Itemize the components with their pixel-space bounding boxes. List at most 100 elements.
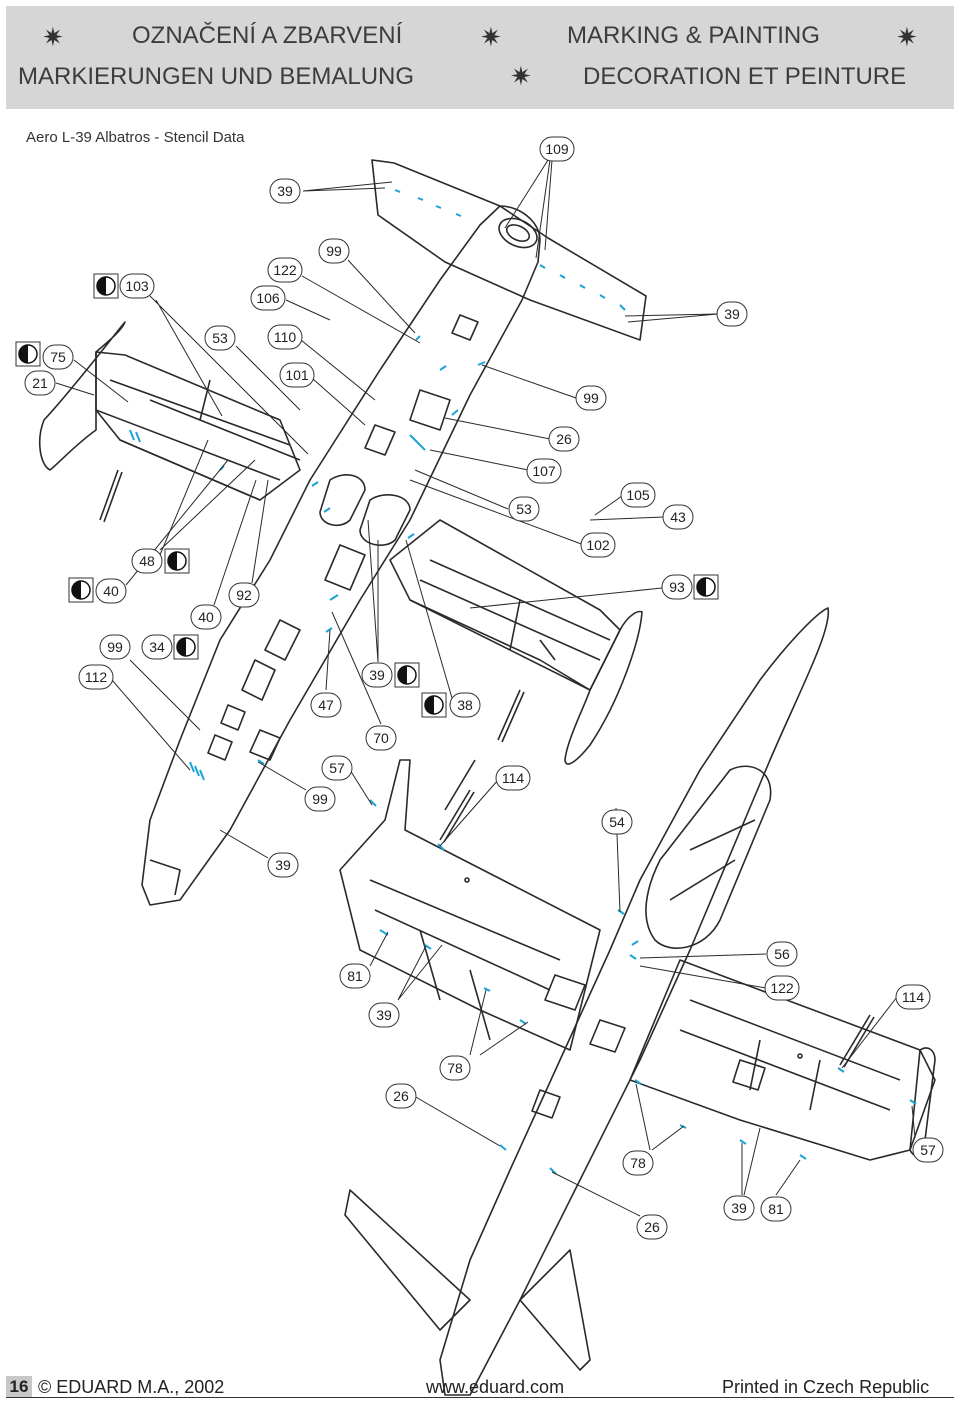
svg-text:39: 39 — [724, 306, 740, 322]
half-circle-icon — [93, 273, 119, 299]
callout-26: 26 — [385, 1083, 417, 1109]
svg-text:101: 101 — [285, 367, 309, 383]
svg-text:54: 54 — [609, 814, 625, 830]
title-french: DECORATION ET PEINTURE — [583, 63, 907, 90]
svg-text:39: 39 — [277, 183, 293, 199]
half-circle-icon — [164, 548, 190, 574]
callout-43: 43 — [662, 504, 694, 530]
callout-109: 109 — [539, 136, 575, 162]
svg-text:75: 75 — [50, 349, 66, 365]
svg-text:39: 39 — [275, 857, 291, 873]
callout-48: 48 — [131, 548, 163, 574]
svg-text:57: 57 — [329, 760, 345, 776]
callout-110: 110 — [267, 324, 303, 350]
callout-112: 112 — [78, 664, 114, 690]
printed-in-text: Printed in Czech Republic — [722, 1377, 930, 1397]
callout-39: 39 — [269, 178, 301, 204]
svg-text:43: 43 — [670, 509, 686, 525]
svg-text:92: 92 — [236, 587, 252, 603]
callout-99: 99 — [304, 786, 336, 812]
svg-text:114: 114 — [902, 989, 925, 1005]
lower-aircraft — [339, 607, 936, 1396]
svg-text:40: 40 — [198, 609, 214, 625]
svg-text:26: 26 — [393, 1088, 409, 1104]
svg-text:78: 78 — [447, 1060, 463, 1076]
stencil-marks — [129, 189, 917, 1175]
svg-text:70: 70 — [373, 730, 389, 746]
svg-text:110: 110 — [274, 329, 297, 345]
page-number: 16 — [6, 1376, 32, 1398]
svg-text:107: 107 — [532, 463, 556, 479]
callout-40: 40 — [95, 578, 127, 604]
title-czech: OZNAČENÍ A ZBARVENÍ — [132, 22, 403, 49]
half-circle-icon — [68, 577, 94, 603]
callout-39: 39 — [723, 1195, 755, 1221]
callout-107: 107 — [526, 458, 562, 484]
callout-114: 114 — [895, 984, 931, 1010]
callout-102: 102 — [580, 532, 616, 558]
callout-105: 105 — [620, 482, 656, 508]
callout-78: 78 — [439, 1055, 471, 1081]
svg-text:81: 81 — [768, 1201, 784, 1217]
copyright-text: © EDUARD M.A., 2002 — [38, 1377, 225, 1397]
star-icon: ✷ — [42, 22, 64, 52]
svg-text:21: 21 — [32, 375, 48, 391]
callout-21: 21 — [24, 370, 56, 396]
callout-92: 92 — [228, 582, 260, 608]
callout-39: 39 — [361, 662, 393, 688]
callout-81: 81 — [760, 1196, 792, 1222]
svg-text:48: 48 — [139, 553, 155, 569]
callout-103: 103 — [119, 273, 155, 299]
leader-lines — [55, 159, 916, 1217]
svg-text:53: 53 — [212, 330, 228, 346]
svg-text:34: 34 — [149, 639, 165, 655]
callout-39: 39 — [267, 852, 299, 878]
title-english: MARKING & PAINTING — [567, 22, 820, 49]
page-subtitle: Aero L-39 Albatros - Stencil Data — [26, 129, 245, 146]
callout-34: 34 — [141, 634, 173, 660]
callout-53: 53 — [508, 496, 540, 522]
half-circle-icon — [173, 634, 199, 660]
callout-70: 70 — [365, 725, 397, 751]
svg-text:39: 39 — [731, 1200, 747, 1216]
svg-text:53: 53 — [516, 501, 532, 517]
svg-text:102: 102 — [586, 537, 610, 553]
svg-text:56: 56 — [774, 946, 790, 962]
half-circle-icon — [394, 662, 420, 688]
callout-93: 93 — [661, 574, 693, 600]
svg-text:105: 105 — [626, 487, 650, 503]
svg-text:112: 112 — [85, 669, 108, 685]
half-circle-icons — [15, 273, 719, 718]
callout-99: 99 — [318, 238, 350, 264]
star-icon: ✷ — [510, 61, 532, 91]
svg-text:99: 99 — [107, 639, 123, 655]
callout-26: 26 — [636, 1214, 668, 1240]
callout-101: 101 — [279, 362, 315, 388]
svg-text:81: 81 — [347, 968, 363, 984]
half-circle-icon — [693, 574, 719, 600]
svg-text:78: 78 — [630, 1155, 646, 1171]
svg-text:57: 57 — [920, 1142, 936, 1158]
footer: 16 © EDUARD M.A., 2002 www.eduard.com Pr… — [6, 1376, 954, 1398]
callout-26: 26 — [548, 426, 580, 452]
svg-text:114: 114 — [502, 770, 525, 786]
callout-114: 114 — [495, 765, 531, 791]
svg-text:99: 99 — [326, 243, 342, 259]
svg-text:40: 40 — [103, 583, 119, 599]
callout-39: 39 — [716, 301, 748, 327]
callout-57: 57 — [321, 755, 353, 781]
callout-53: 53 — [204, 325, 236, 351]
svg-text:26: 26 — [556, 431, 572, 447]
callout-39: 39 — [368, 1002, 400, 1028]
svg-text:99: 99 — [583, 390, 599, 406]
upper-aircraft — [38, 159, 647, 906]
callout-99: 99 — [575, 385, 607, 411]
svg-text:39: 39 — [369, 667, 385, 683]
callout-47: 47 — [310, 692, 342, 718]
website-link[interactable]: www.eduard.com — [426, 1377, 565, 1397]
callout-56: 56 — [766, 941, 798, 967]
svg-text:106: 106 — [256, 290, 280, 306]
callout-122: 122 — [267, 257, 303, 283]
footer-divider — [6, 1397, 954, 1398]
